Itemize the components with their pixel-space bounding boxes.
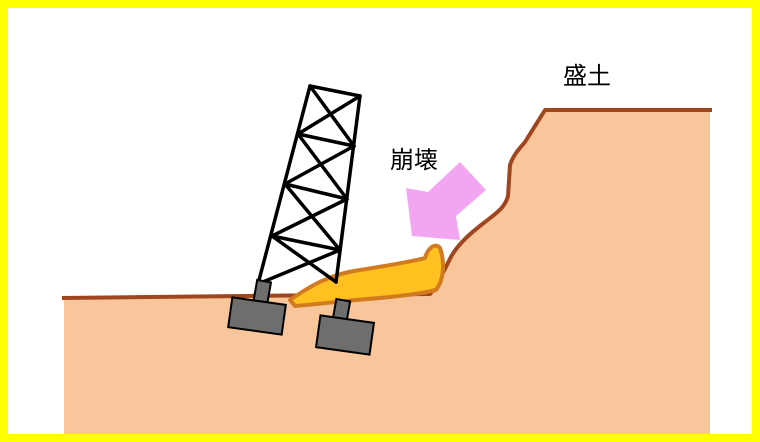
ground-embankment — [64, 110, 710, 434]
transmission-tower-icon — [256, 84, 362, 286]
collapse-label: 崩壊 — [390, 146, 438, 174]
tower-foundation-left — [227, 278, 287, 336]
collapse-arrow-icon — [406, 162, 486, 240]
embankment-label: 盛土 — [563, 62, 611, 90]
tower-foundation-right — [314, 297, 376, 356]
landslide-debris — [288, 243, 446, 308]
